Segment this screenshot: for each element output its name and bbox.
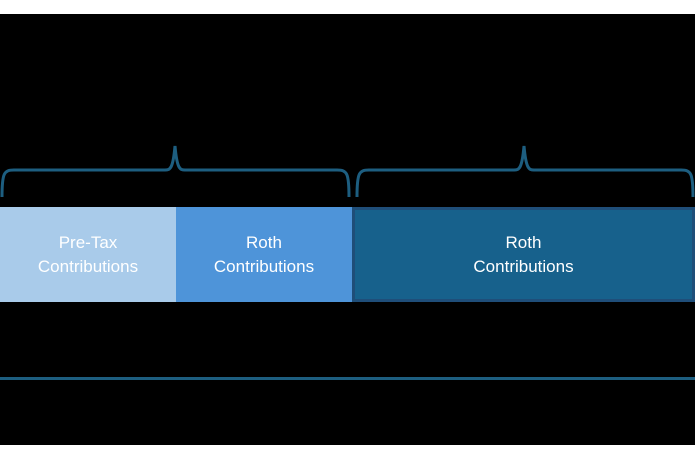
bottom-margin <box>0 445 695 462</box>
grouping-braces <box>0 145 695 198</box>
top-margin <box>0 0 695 14</box>
bar-roth-mid-label-line1: Roth <box>246 232 282 252</box>
grouping-brace-right <box>355 145 695 198</box>
bar-roth-contributions-right: Roth Contributions <box>352 207 695 302</box>
bar-roth-right-label-line1: Roth <box>505 232 542 252</box>
contribution-bars-row: Pre-Tax Contributions Roth Contributions… <box>0 207 695 302</box>
bar-roth-right-label-line2: Contributions <box>473 256 574 276</box>
bar-roth-contributions-mid: Roth Contributions <box>176 207 352 302</box>
grouping-brace-left <box>0 145 351 198</box>
bar-pretax-label-line2: Contributions <box>37 256 139 276</box>
bar-pretax-contributions: Pre-Tax Contributions <box>0 207 176 302</box>
bar-pretax-label-line1: Pre-Tax <box>58 232 118 252</box>
divider-line <box>0 377 695 380</box>
bar-roth-mid-label-line2: Contributions <box>213 256 315 276</box>
